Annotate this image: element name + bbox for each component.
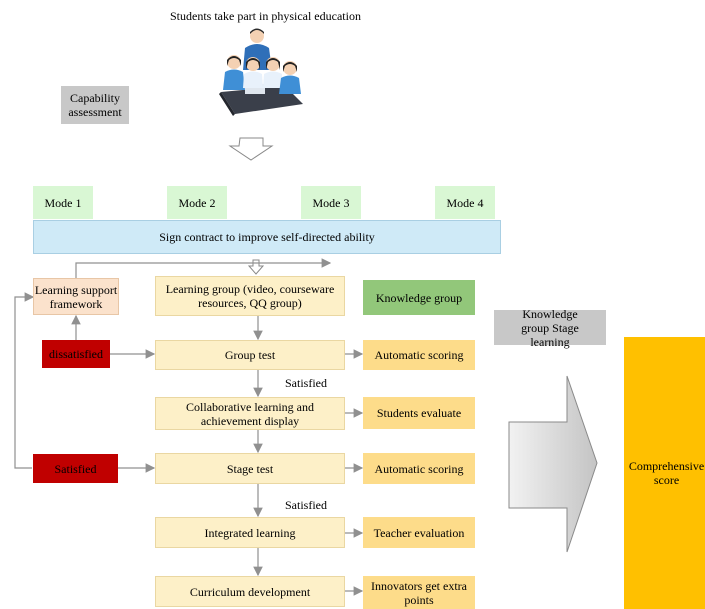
mode-2-box: Mode 2	[167, 186, 227, 219]
loop-line-top	[75, 258, 332, 279]
collaborative-learning-label: Collaborative learning and achievement d…	[186, 399, 314, 428]
dissatisfied-box: dissatisfied	[42, 340, 110, 368]
curriculum-development-label: Curriculum development	[189, 584, 311, 599]
result-label-3: Automatic scoring	[374, 461, 464, 476]
satisfied-label-1: Satisfied	[285, 376, 327, 390]
knowledge-group-label: Knowledge group	[375, 290, 463, 305]
result-label-4: Teacher evaluation	[373, 525, 465, 540]
mode-1-box: Mode 1	[33, 186, 93, 219]
mode-4-box: Mode 4	[435, 186, 495, 219]
result-label-2: Students evaluate	[376, 406, 462, 420]
learning-group-box: Learning group (video, courseware resour…	[155, 276, 345, 316]
mode-4-label: Mode 4	[446, 195, 484, 210]
mode-1-label: Mode 1	[44, 195, 82, 210]
collaborative-learning-box: Collaborative learning and achievement d…	[155, 397, 345, 430]
stage-learning-box: Knowledge group Stage learning	[494, 307, 606, 349]
header-caption: Students take part in physical education	[170, 9, 361, 23]
learning-support-box: Learning support framework	[33, 278, 119, 315]
group-test-box: Group test	[155, 340, 345, 370]
result-students-evaluate: Students evaluate	[363, 397, 475, 429]
satisfied-red-label: Satisfied	[54, 461, 97, 476]
students-illustration	[219, 28, 303, 116]
down-arrow-top	[228, 137, 274, 161]
stage-test-box: Stage test	[155, 453, 345, 484]
comprehensive-score-box: Comprehensive score	[624, 337, 705, 609]
mode-3-box: Mode 3	[301, 186, 361, 219]
result-teacher-evaluation: Teacher evaluation	[363, 517, 475, 548]
integrated-learning-label: Integrated learning	[204, 525, 296, 540]
comprehensive-score-label: Comprehensive score	[628, 459, 705, 487]
big-right-arrow	[508, 375, 598, 553]
mode-2-label: Mode 2	[178, 195, 216, 210]
knowledge-group-box: Knowledge group	[363, 280, 475, 315]
satisfied-label-2: Satisfied	[285, 498, 327, 512]
loop-line-left	[14, 292, 35, 469]
dissatisfied-label: dissatisfied	[49, 347, 103, 361]
curriculum-development-box: Curriculum development	[155, 576, 345, 607]
result-innovators: Innovators get extra points	[363, 576, 475, 609]
stage-test-label: Stage test	[226, 461, 274, 476]
integrated-learning-box: Integrated learning	[155, 517, 345, 548]
stage-learning-label: Knowledge group Stage learning	[521, 306, 579, 349]
learning-group-label: Learning group (video, courseware resour…	[165, 282, 335, 310]
contract-box: Sign contract to improve self-directed a…	[33, 220, 501, 254]
capability-assessment-box: Capability assessment	[61, 86, 129, 124]
capability-assessment-label: Capability assessment	[68, 91, 122, 119]
result-label-1: Automatic scoring	[374, 348, 464, 362]
group-test-label: Group test	[224, 348, 276, 362]
learning-support-label: Learning support framework	[34, 282, 118, 311]
mode-3-label: Mode 3	[312, 195, 350, 210]
satisfied-red-box: Satisfied	[33, 454, 118, 483]
result-label-5: Innovators get extra points	[371, 578, 467, 607]
result-automatic-scoring-2: Automatic scoring	[363, 453, 475, 484]
down-arrow-small	[247, 259, 265, 275]
result-automatic-scoring-1: Automatic scoring	[363, 340, 475, 370]
contract-label: Sign contract to improve self-directed a…	[159, 230, 375, 244]
